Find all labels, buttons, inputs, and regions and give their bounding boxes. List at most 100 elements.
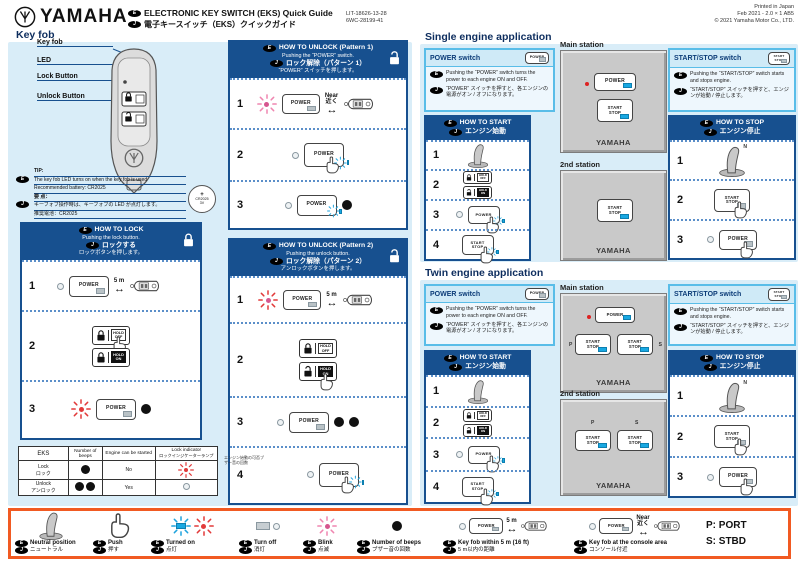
legend-beeps-ja: ブザー音の回数 bbox=[372, 547, 411, 554]
badge-j-icon: J bbox=[15, 547, 28, 554]
power-button: POWER bbox=[595, 307, 635, 323]
power-button: POWER bbox=[525, 52, 549, 64]
badge-j-icon: J bbox=[86, 242, 99, 250]
title-ja-row: J 電子キースイッチ（EKS）クイックガイド bbox=[128, 19, 333, 30]
lock-title-ja: ロックする bbox=[102, 241, 136, 249]
twin-2nd-station-label: 2nd station bbox=[560, 389, 601, 398]
beep-dot-icon bbox=[334, 417, 344, 428]
power-switch-desc-en: Pushing the “POWER” switch turns the pow… bbox=[446, 70, 536, 83]
badge-e-icon: E bbox=[443, 539, 456, 547]
unlock2-title-ja: ロック解除（パターン 2） bbox=[285, 257, 367, 265]
unlock-icon bbox=[388, 248, 401, 264]
badge-e-icon: E bbox=[699, 354, 713, 362]
step-number: 2 bbox=[677, 430, 684, 443]
power-button: POWER bbox=[525, 288, 549, 300]
badge-e-icon: E bbox=[443, 354, 457, 362]
power-button: POWER bbox=[304, 143, 349, 167]
badge-j-icon: J bbox=[128, 21, 141, 28]
unlock1-title-ja: ロック解除（パターン 1） bbox=[285, 59, 367, 67]
lock-icon bbox=[303, 342, 313, 355]
step-number: 3 bbox=[237, 416, 244, 429]
badge-e-icon: E bbox=[357, 539, 370, 547]
blue-blink-icon bbox=[327, 204, 342, 219]
doc-number-1: LIT-18626-13-28 bbox=[346, 11, 387, 17]
blue-blink-icon bbox=[493, 455, 505, 467]
header-brand: YAMAHA bbox=[14, 6, 128, 28]
stop-step-1: 1 N bbox=[670, 374, 794, 416]
step-number: 1 bbox=[677, 390, 684, 403]
keyfob-icon bbox=[129, 278, 165, 294]
badge-e-icon: E bbox=[674, 308, 687, 315]
power-button: POWER bbox=[467, 205, 505, 224]
legend-fobnear-ja: コンソール付近 bbox=[589, 547, 628, 554]
legend-off-ja: 消灯 bbox=[254, 547, 266, 554]
badge-e-icon: E bbox=[262, 242, 276, 250]
legend-blink-en: Blink bbox=[318, 539, 333, 546]
badge-e-icon: E bbox=[78, 226, 92, 234]
power-button: POWER bbox=[68, 275, 109, 297]
badge-j-icon: J bbox=[16, 201, 29, 208]
lock-icon bbox=[96, 351, 106, 364]
hand-icon bbox=[732, 201, 748, 220]
badge-e-icon: E bbox=[430, 307, 443, 314]
led-chip-off-icon bbox=[256, 522, 270, 531]
how-to-stop-ja: エンジン停止 bbox=[719, 362, 761, 370]
power-button: POWER bbox=[296, 194, 342, 216]
legend-port-stbd: P: PORT S: STBD bbox=[706, 513, 776, 554]
led-off-icon bbox=[455, 211, 463, 219]
red-led-icon bbox=[587, 315, 591, 319]
badge-e-icon: E bbox=[16, 176, 29, 183]
lever-icon bbox=[466, 378, 490, 404]
step-number: 4 bbox=[433, 480, 440, 493]
badge-e-icon: E bbox=[93, 539, 106, 547]
badge-j-icon: J bbox=[574, 547, 587, 554]
lever-neutral-icon: N bbox=[717, 144, 747, 177]
tip-title-ja: 要 点： bbox=[34, 194, 186, 202]
beep-dot-icon bbox=[349, 417, 359, 428]
badge-j-icon: J bbox=[443, 547, 456, 554]
printed-in: Printed in Japan bbox=[754, 4, 794, 10]
plate-brand: YAMAHA bbox=[596, 481, 631, 490]
blink-icon bbox=[317, 516, 337, 536]
keyfob-section-title: Key fob bbox=[16, 29, 55, 41]
hand-icon bbox=[738, 241, 754, 260]
cell-lock-beeps bbox=[67, 460, 103, 480]
twin-main-station-label: Main station bbox=[560, 283, 604, 292]
badge-e-icon: E bbox=[239, 539, 252, 547]
step-number: 1 bbox=[29, 280, 36, 293]
keyfob-icon bbox=[653, 519, 685, 533]
single-main-station-label: Main station bbox=[560, 40, 604, 49]
beep-dot-icon bbox=[141, 404, 151, 415]
badge-e-icon: E bbox=[674, 72, 687, 79]
badge-j-icon: J bbox=[703, 128, 717, 136]
power-switch-desc-ja: “POWER” スイッチを押すと、各エンジンの電源がオン / オフになります。 bbox=[446, 85, 549, 99]
badge-j-icon: J bbox=[430, 86, 443, 94]
hand-icon bbox=[478, 246, 494, 265]
hand-icon bbox=[107, 513, 131, 540]
legend-beeps-en: Number of beeps bbox=[372, 539, 422, 546]
badge-e-icon: E bbox=[15, 539, 28, 547]
label-led: LED bbox=[37, 57, 113, 65]
startstop-desc-ja: “START/STOP” スイッチを押すと、エンジンが始動 / 停止します。 bbox=[690, 86, 789, 100]
power-switch-desc-ja: “POWER” スイッチを押すと、各エンジンの電源がオン / オフになります。 bbox=[446, 321, 549, 335]
step-number: 3 bbox=[677, 471, 684, 484]
legend-fobnear-en: Key fob at the console area bbox=[589, 539, 668, 546]
